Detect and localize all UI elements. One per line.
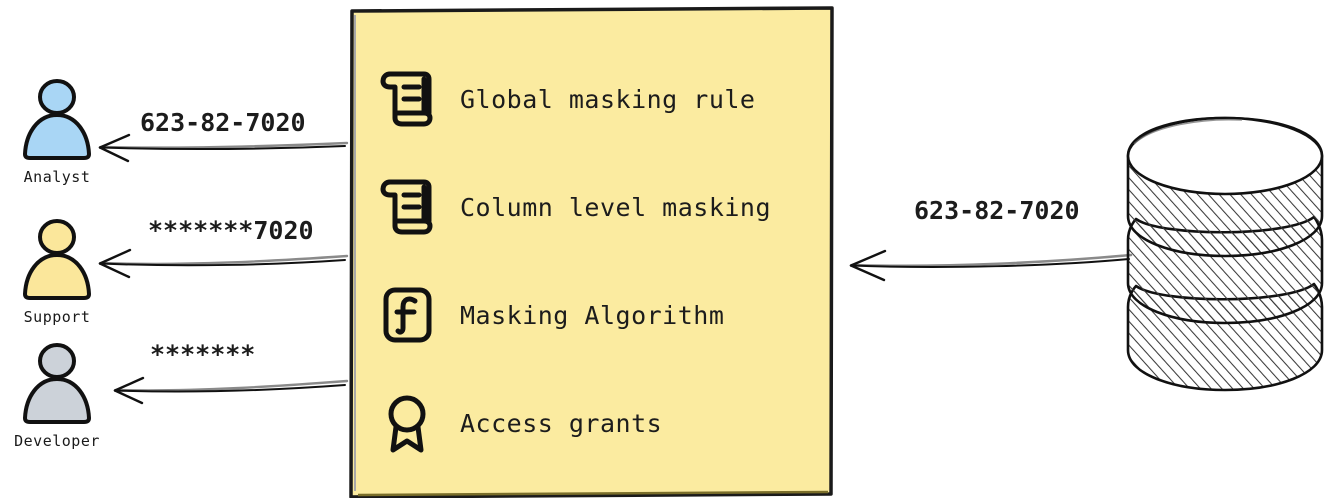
person-icon bbox=[23, 343, 91, 424]
policy-item[interactable]: Masking Algorithm bbox=[378, 261, 818, 369]
person-icon bbox=[23, 79, 91, 160]
policy-item[interactable]: Access grants bbox=[378, 369, 818, 477]
arrow-left-icon-analyst bbox=[98, 133, 349, 163]
panel-background bbox=[349, 6, 834, 498]
arrow-left-icon-developer bbox=[113, 376, 349, 405]
function-icon bbox=[383, 287, 432, 343]
actor-developer[interactable]: Developer bbox=[2, 340, 112, 450]
policy-item-list: Global masking rule Column level masking bbox=[378, 45, 818, 477]
policy-item-label: Column level masking bbox=[460, 192, 772, 222]
actor-label: Support bbox=[23, 308, 91, 326]
flow-value-support: *******7020 bbox=[148, 216, 314, 245]
policy-item-label: Access grants bbox=[460, 408, 663, 438]
award-ribbon-icon bbox=[388, 395, 426, 453]
database-cylinder-icon[interactable] bbox=[1112, 112, 1338, 402]
actor-label: Analyst bbox=[23, 168, 91, 186]
policy-item[interactable]: Global masking rule bbox=[378, 45, 818, 153]
scroll-icon bbox=[380, 71, 433, 127]
database-cylinder-shape bbox=[1126, 116, 1324, 392]
actor-analyst[interactable]: Analyst bbox=[2, 76, 112, 186]
arrow-left-icon-source bbox=[849, 249, 1133, 282]
policy-item[interactable]: Column level masking bbox=[378, 153, 818, 261]
flow-value-source: 623-82-7020 bbox=[914, 196, 1080, 225]
flow-value-developer: ******* bbox=[150, 340, 256, 369]
actor-support[interactable]: Support bbox=[2, 216, 112, 326]
policy-item-label: Global masking rule bbox=[460, 84, 756, 114]
policy-item-label: Masking Algorithm bbox=[460, 300, 725, 330]
masking-policy-panel[interactable]: Global masking rule Column level masking bbox=[348, 5, 835, 498]
person-icon bbox=[23, 219, 91, 300]
actor-label: Developer bbox=[14, 432, 100, 450]
scroll-icon bbox=[380, 179, 433, 235]
flow-value-analyst: 623-82-7020 bbox=[140, 108, 306, 137]
arrow-left-icon-support bbox=[98, 248, 349, 279]
